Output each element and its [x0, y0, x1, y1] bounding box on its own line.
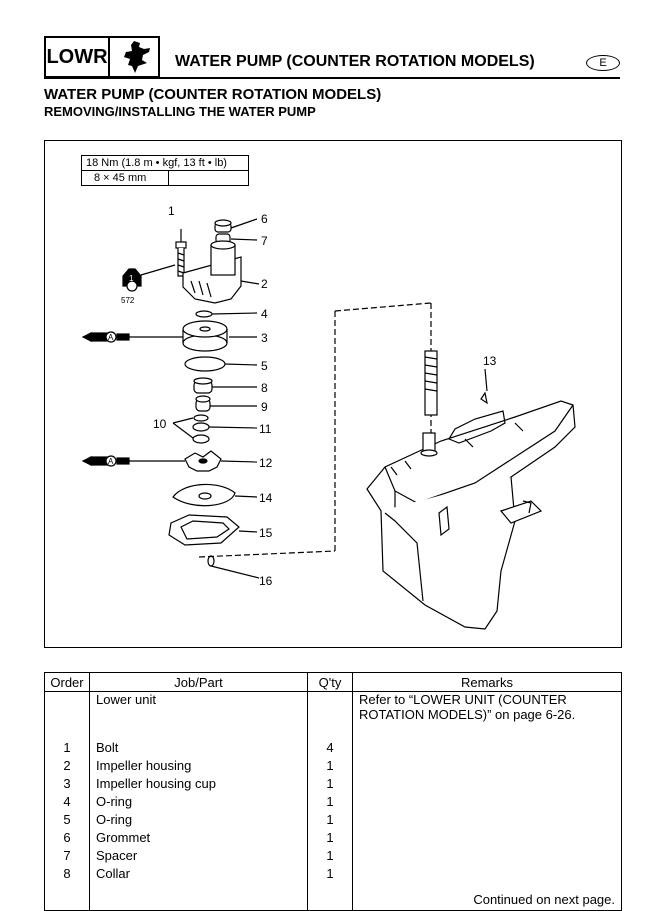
table-row: 4 O-ring 1 [44, 794, 622, 812]
table-row: 7 Spacer 1 [44, 848, 622, 866]
table-row: 5 O-ring 1 [44, 812, 622, 830]
order-cell: 5 [44, 812, 90, 830]
grease-symbol-a: A [108, 333, 114, 342]
job-cell: Spacer [89, 848, 308, 866]
grease-symbol-b: A [108, 457, 114, 466]
section-title: WATER PUMP (COUNTER ROTATION MODELS) [44, 86, 382, 103]
job-cell: O-ring [89, 794, 308, 812]
job-cell: Lower unit [89, 691, 308, 722]
part-label-1: 1 [168, 204, 175, 218]
qty-cell: 1 [307, 830, 353, 848]
order-cell: 6 [44, 830, 90, 848]
job-cell: Grommet [89, 830, 308, 848]
table-row: 2 Impeller housing 1 [44, 758, 622, 776]
sealant-label: 572 [121, 296, 135, 305]
qty-cell: 4 [307, 740, 353, 758]
table-row: 1 Bolt 4 [44, 740, 622, 758]
qty-cell: 1 [307, 812, 353, 830]
qty-cell: 1 [307, 848, 353, 866]
part-label-5: 5 [261, 359, 268, 373]
part-label-15: 15 [259, 526, 273, 540]
order-cell: 8 [44, 866, 90, 884]
table-row: 6 Grommet 1 [44, 830, 622, 848]
part-label-9: 9 [261, 400, 268, 414]
part-label-2: 2 [261, 277, 268, 291]
col-job-part: Job/Part [89, 672, 308, 692]
part-label-6: 6 [261, 212, 268, 226]
part-label-14: 14 [259, 491, 273, 505]
order-cell: 3 [44, 776, 90, 794]
torque-spec-box: 18 Nm (1.8 m • kgf, 13 ft • lb) 8 × 45 m… [81, 155, 249, 186]
qty-cell: 1 [307, 794, 353, 812]
part-label-10: 10 [153, 417, 167, 431]
table-header-row: Order Job/Part Q'ty Remarks [44, 672, 622, 692]
job-cell: O-ring [89, 812, 308, 830]
remarks-cell: Refer to “LOWER UNIT (COUNTER ROTATION M… [352, 691, 622, 722]
lower-unit-icon [110, 38, 158, 76]
table-row: Lower unit Refer to “LOWER UNIT (COUNTER… [44, 691, 622, 722]
bolt-size: 8 × 45 mm [82, 171, 169, 185]
header-rule [44, 77, 620, 79]
section-code: LOWR [46, 38, 110, 76]
lower-unit-shape [366, 350, 576, 630]
part-label-12: 12 [259, 456, 273, 470]
table-footer-row: Continued on next page. [44, 884, 622, 911]
qty-cell: 1 [307, 758, 353, 776]
col-qty: Q'ty [307, 672, 353, 692]
language-badge: E [586, 55, 620, 71]
dowel-pin-shape [207, 555, 215, 567]
bolt-head [175, 241, 187, 249]
section-subtitle: REMOVING/INSTALLING THE WATER PUMP [44, 104, 316, 119]
order-cell: 2 [44, 758, 90, 776]
oring-4-shape [195, 310, 213, 318]
job-cell: Impeller housing [89, 758, 308, 776]
qty-cell: 1 [307, 776, 353, 794]
grease-gun-icon [81, 332, 92, 342]
parts-table: Order Job/Part Q'ty Remarks Lower unit R… [44, 672, 622, 911]
insert-cartridge-shape [172, 483, 236, 507]
job-cell: Impeller housing cup [89, 776, 308, 794]
oring-5-shape [184, 356, 226, 372]
continued-note: Continued on next page. [352, 884, 622, 911]
order-cell: 7 [44, 848, 90, 866]
job-cell: Collar [89, 866, 308, 884]
part-label-8: 8 [261, 381, 268, 395]
col-order: Order [44, 672, 90, 692]
section-tab: LOWR [44, 36, 160, 78]
order-cell: 4 [44, 794, 90, 812]
table-row: 3 Impeller housing cup 1 [44, 776, 622, 794]
qty-cell: 1 [307, 866, 353, 884]
exploded-diagram: 1 2 3 4 5 6 7 8 9 10 11 12 13 14 15 16 5… [44, 140, 622, 648]
sealant-tube-icon [122, 268, 142, 287]
part-label-3: 3 [261, 331, 268, 345]
table-row: 8 Collar 1 [44, 866, 622, 884]
order-cell: 1 [44, 740, 90, 758]
header-title: WATER PUMP (COUNTER ROTATION MODELS) [175, 53, 535, 70]
job-cell: Bolt [89, 740, 308, 758]
torque-value: 18 Nm (1.8 m • kgf, 13 ft • lb) [82, 156, 248, 171]
part-label-16: 16 [259, 574, 273, 588]
col-remarks: Remarks [352, 672, 622, 692]
part-label-4: 4 [261, 307, 268, 321]
sealant-symbol: 1 [129, 274, 134, 283]
part-label-11: 11 [259, 422, 272, 436]
part-label-13: 13 [483, 354, 497, 368]
part-label-7: 7 [261, 234, 268, 248]
diagram-drawing: 1 2 3 4 5 6 7 8 9 10 11 12 13 14 15 16 5… [81, 204, 576, 630]
